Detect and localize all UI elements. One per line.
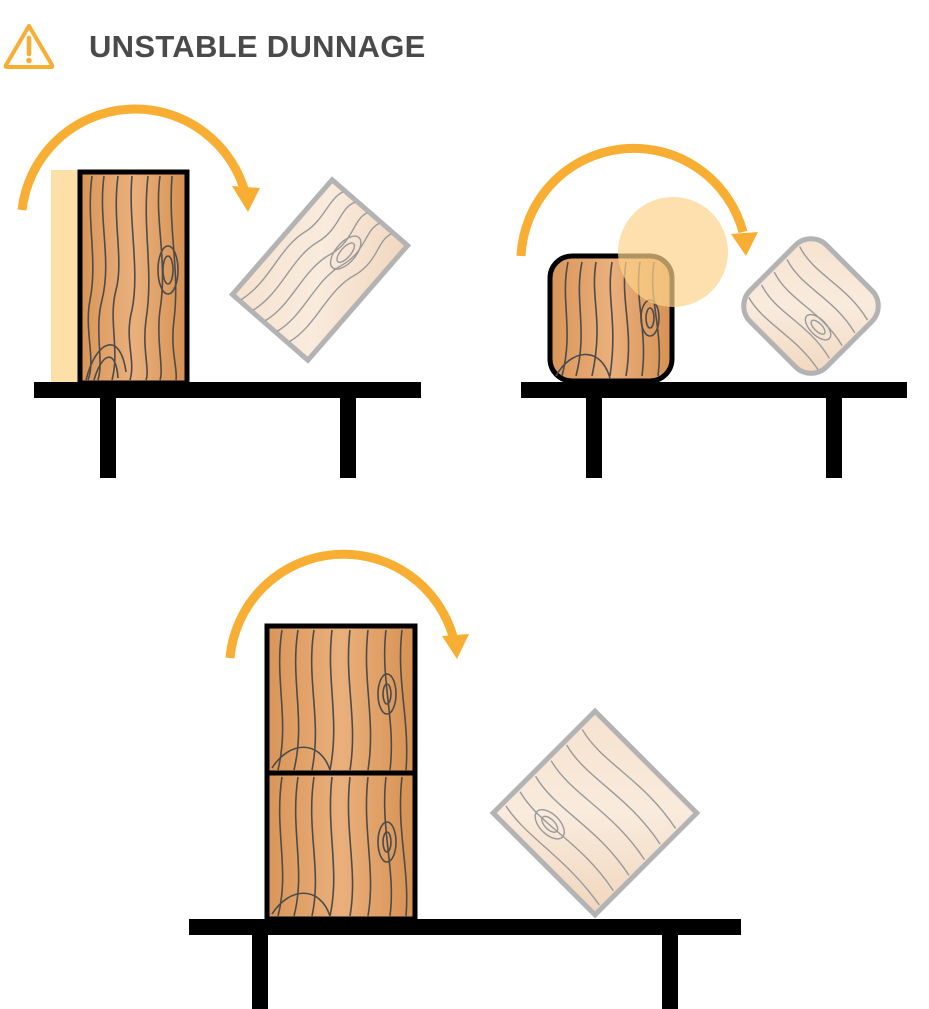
warning-triangle-icon xyxy=(3,24,55,69)
shelf xyxy=(189,919,741,1009)
stacked-block-top xyxy=(264,623,418,776)
panel-tall-narrow-block xyxy=(17,104,421,478)
toppled-block-ghost xyxy=(489,707,701,919)
rotation-arrow xyxy=(516,143,758,257)
rotation-arrow xyxy=(225,549,469,659)
rolled-block-ghost xyxy=(741,236,881,376)
header: UNSTABLE DUNNAGE xyxy=(0,0,929,90)
wood-grain xyxy=(85,175,179,381)
page-title: UNSTABLE DUNNAGE xyxy=(89,29,426,64)
stacked-block-bottom xyxy=(264,770,418,922)
shelf xyxy=(34,382,421,478)
pivot-corner-highlight xyxy=(618,197,728,307)
panel-rounded-block xyxy=(516,143,907,478)
tipped-block-ghost xyxy=(228,176,412,364)
panel-stacked-blocks xyxy=(189,549,741,1009)
shelf xyxy=(521,382,907,478)
pivot-edge-highlight xyxy=(51,170,80,382)
rotation-arrow xyxy=(17,104,260,212)
upright-block xyxy=(77,169,190,386)
